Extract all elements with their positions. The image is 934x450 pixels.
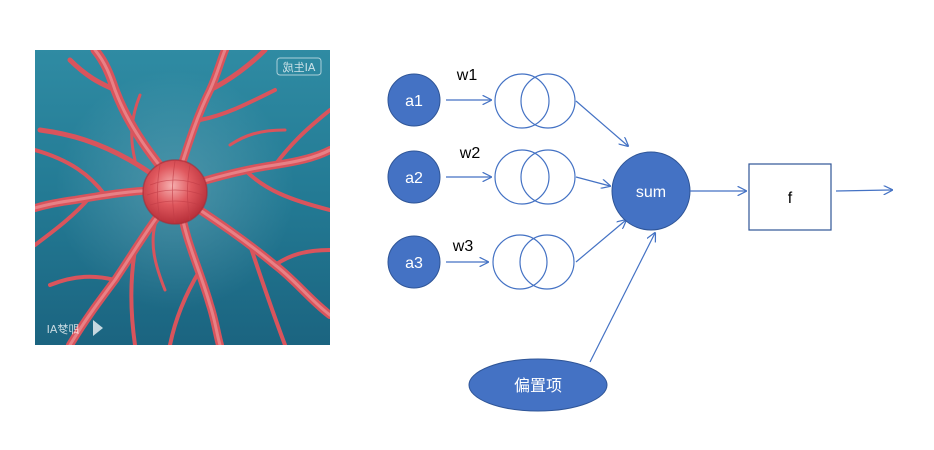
neuron-illustration: AI生成 即梦AI xyxy=(35,50,330,345)
watermark-ai-generated: AI生成 xyxy=(276,57,322,76)
soma xyxy=(142,159,208,225)
input-row-2: a2 w2 xyxy=(387,145,610,205)
input-label-a3: a3 xyxy=(405,255,423,272)
watermark-jimeng-ai: 即梦AI xyxy=(47,320,103,336)
jimeng-logo-icon xyxy=(93,320,103,336)
input-node-a2 xyxy=(387,150,441,204)
input-row-1: a1 w1 xyxy=(387,67,628,146)
weight-ring-3a xyxy=(492,234,548,290)
to-sum-arrow-3 xyxy=(575,220,626,263)
input-label-a1: a1 xyxy=(405,93,423,110)
bias-node-group: 偏置项 xyxy=(468,233,655,412)
activation-function-box xyxy=(748,163,832,231)
weight-label-w3: w3 xyxy=(452,238,474,255)
weight-ring-2a xyxy=(494,149,550,205)
activation-function-group: f xyxy=(748,163,832,231)
svg-text:即梦AI: 即梦AI xyxy=(47,323,80,336)
sum-node-group: sum xyxy=(611,151,691,231)
sum-label: sum xyxy=(636,184,666,201)
to-sum-arrow-1 xyxy=(575,100,628,146)
weight-ring-2b xyxy=(520,149,576,205)
to-sum-arrow-2 xyxy=(575,176,610,186)
weight-ring-3b xyxy=(519,234,575,290)
input-node-a3 xyxy=(387,235,441,289)
bias-arrow xyxy=(589,233,655,363)
bias-node xyxy=(468,358,608,412)
weight-ring-1a xyxy=(494,73,550,129)
activation-function-label: f xyxy=(788,190,793,207)
input-label-a2: a2 xyxy=(405,170,423,187)
input-node-a1 xyxy=(387,73,441,127)
output-arrow xyxy=(835,190,892,191)
weight-label-w2: w2 xyxy=(459,145,481,162)
input-row-3: a3 w3 xyxy=(387,220,626,290)
weight-ring-1b xyxy=(520,73,576,129)
svg-text:AI生成: AI生成 xyxy=(283,60,316,74)
bias-label: 偏置项 xyxy=(514,376,562,395)
weight-label-w1: w1 xyxy=(456,67,478,84)
